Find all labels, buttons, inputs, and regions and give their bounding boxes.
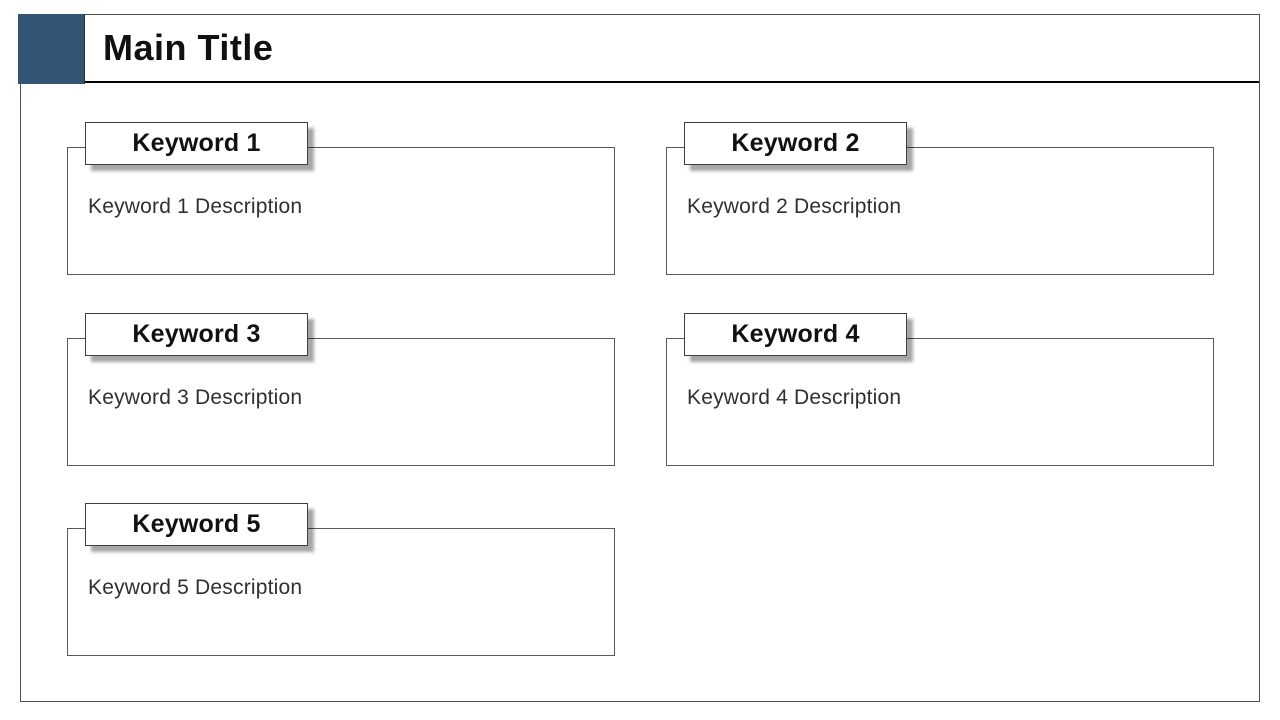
title-accent-square (18, 14, 85, 84)
keyword-card-1: Keyword 1 Description Keyword 1 (67, 122, 615, 275)
keyword-card-2: Keyword 2 Description Keyword 2 (666, 122, 1214, 275)
keyword-1-description: Keyword 1 Description (88, 195, 303, 218)
keyword-4-label: Keyword 4 (731, 320, 860, 348)
keyword-card-3: Keyword 3 Description Keyword 3 (67, 313, 615, 466)
keyword-3-description: Keyword 3 Description (88, 386, 303, 409)
keyword-4-header: Keyword 4 (684, 313, 907, 356)
keyword-3-header: Keyword 3 (85, 313, 308, 356)
title-bar: Main Title (21, 15, 1259, 83)
keyword-1-label: Keyword 1 (132, 129, 261, 157)
keyword-2-label: Keyword 2 (731, 129, 860, 157)
keyword-2-description: Keyword 2 Description (687, 195, 902, 218)
keyword-1-description-box: Keyword 1 Description (67, 147, 615, 275)
page-title: Main Title (103, 27, 274, 68)
keyword-3-description-box: Keyword 3 Description (67, 338, 615, 466)
keyword-2-description-box: Keyword 2 Description (666, 147, 1214, 275)
keyword-card-5: Keyword 5 Description Keyword 5 (67, 503, 615, 656)
keyword-3-label: Keyword 3 (132, 320, 261, 348)
keyword-5-description: Keyword 5 Description (88, 576, 303, 599)
keyword-4-description-box: Keyword 4 Description (666, 338, 1214, 466)
keyword-5-header: Keyword 5 (85, 503, 308, 546)
keyword-5-label: Keyword 5 (132, 510, 261, 538)
keyword-1-header: Keyword 1 (85, 122, 308, 165)
keyword-5-description-box: Keyword 5 Description (67, 528, 615, 656)
keyword-2-header: Keyword 2 (684, 122, 907, 165)
keyword-4-description: Keyword 4 Description (687, 386, 902, 409)
keyword-card-4: Keyword 4 Description Keyword 4 (666, 313, 1214, 466)
